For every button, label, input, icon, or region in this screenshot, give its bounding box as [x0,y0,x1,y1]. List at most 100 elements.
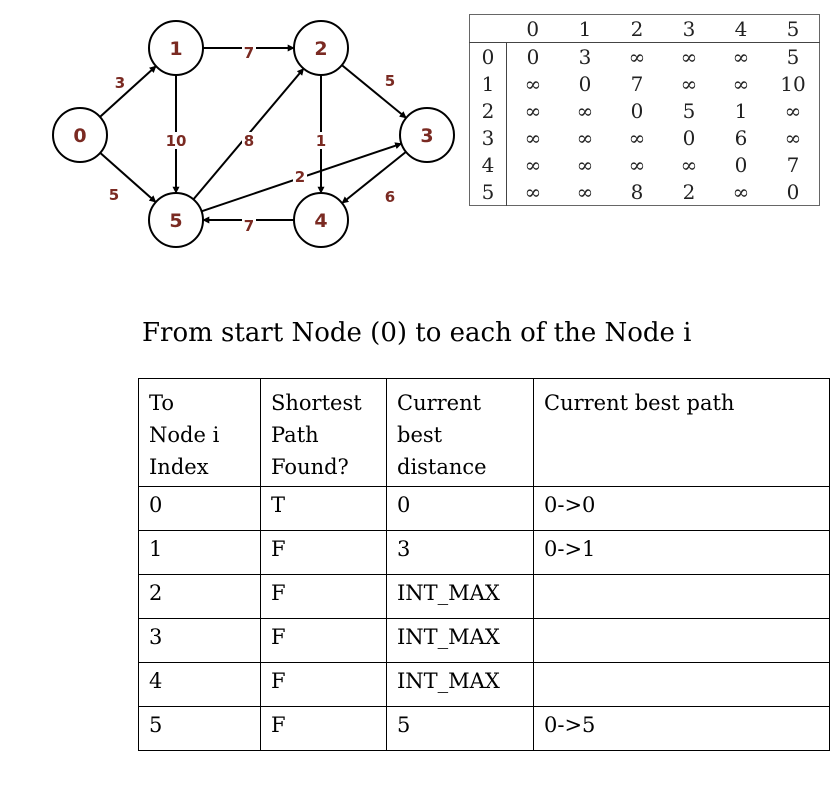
node-circle-0 [52,107,108,163]
table-cell: F [260,662,387,707]
matrix-cell: 0 [630,98,644,123]
matrix-col-header: 3 [663,14,715,43]
edge-0-1 [99,65,157,118]
node-label-3: 3 [420,125,433,147]
matrix-cell: 10 [780,71,806,96]
edge-weight-bg [107,186,121,203]
node-circle-1 [148,20,204,76]
table-cell: F [260,706,387,751]
matrix-row-header: 0 [469,42,507,70]
edge-0-5 [99,152,157,203]
table-cell: F [260,618,387,663]
matrix-cell: ∞ [732,71,750,96]
table-cell: 4 [138,662,261,707]
matrix-cell: 2 [682,179,696,204]
table-cell: T [260,486,387,531]
matrix-row-header: 1 [469,70,507,97]
edge-weight-5-3: 2 [295,168,305,186]
edge-3-4 [341,151,407,204]
matrix-cell: ∞ [732,44,750,69]
distance-header-line: best [397,423,443,447]
edge-weight-bg [242,44,256,61]
distance-header-line: Found? [271,455,349,479]
node-circle-4 [293,192,349,248]
table-cell: 0->5 [533,706,830,751]
matrix-cell: 3 [578,44,592,69]
matrix-cell: ∞ [680,152,698,177]
matrix-col-header: 1 [559,14,611,43]
table-cell: 0 [386,486,534,531]
table-cell: 0 [138,486,261,531]
table-cell: 2 [138,574,261,619]
edge-weight-bg [242,217,256,234]
matrix-cell: 8 [630,179,644,204]
distance-header-line: To [149,391,175,415]
edge-weight-2-3: 5 [385,72,395,90]
table-cell: 0->1 [533,530,830,575]
matrix-row-header: 5 [469,178,507,206]
matrix-cell: 1 [734,98,748,123]
matrix-cell: ∞ [784,98,802,123]
edge-weight-bg [383,188,397,205]
table-cell: F [260,574,387,619]
table-cell: 3 [138,618,261,663]
distance-header-line: Shortest [271,391,362,415]
edge-weight-bg [242,132,256,149]
edge-weight-bg [164,132,188,149]
distance-header-line: Current [397,391,482,415]
table-cell [533,618,830,663]
table-cell [533,662,830,707]
edge-weight-1-2: 7 [244,44,254,62]
node-label-2: 2 [314,38,327,60]
table-cell: F [260,530,387,575]
node-circle-3 [399,107,455,163]
edge-weight-4-5: 7 [244,217,254,235]
edge-weight-bg [293,168,307,185]
matrix-cell: 0 [682,125,696,150]
matrix-col-header: 5 [767,14,820,43]
table-cell [533,574,830,619]
edge-weight-1-5: 10 [166,132,187,150]
matrix-cell: ∞ [576,179,594,204]
matrix-col-header: 2 [611,14,663,43]
table-cell: 0->0 [533,486,830,531]
edge-weight-bg [314,132,328,149]
matrix-cell: ∞ [576,98,594,123]
matrix-cell: ∞ [524,179,542,204]
distance-header-line: distance [397,455,487,479]
distance-header-line: Node i [149,423,220,447]
edge-weight-2-4: 1 [316,132,326,150]
matrix-corner [469,14,507,43]
matrix-cell: ∞ [524,152,542,177]
distance-header-line: Path [271,423,319,447]
edge-weight-0-5: 5 [109,186,119,204]
matrix-cell: ∞ [732,179,750,204]
table-cell: 3 [386,530,534,575]
matrix-cell: ∞ [628,125,646,150]
node-circle-2 [293,20,349,76]
node-circle-5 [148,192,204,248]
matrix-row-header: 2 [469,97,507,124]
matrix-cell: ∞ [576,152,594,177]
matrix-row-header: 4 [469,151,507,178]
table-cell: INT_MAX [386,618,534,663]
